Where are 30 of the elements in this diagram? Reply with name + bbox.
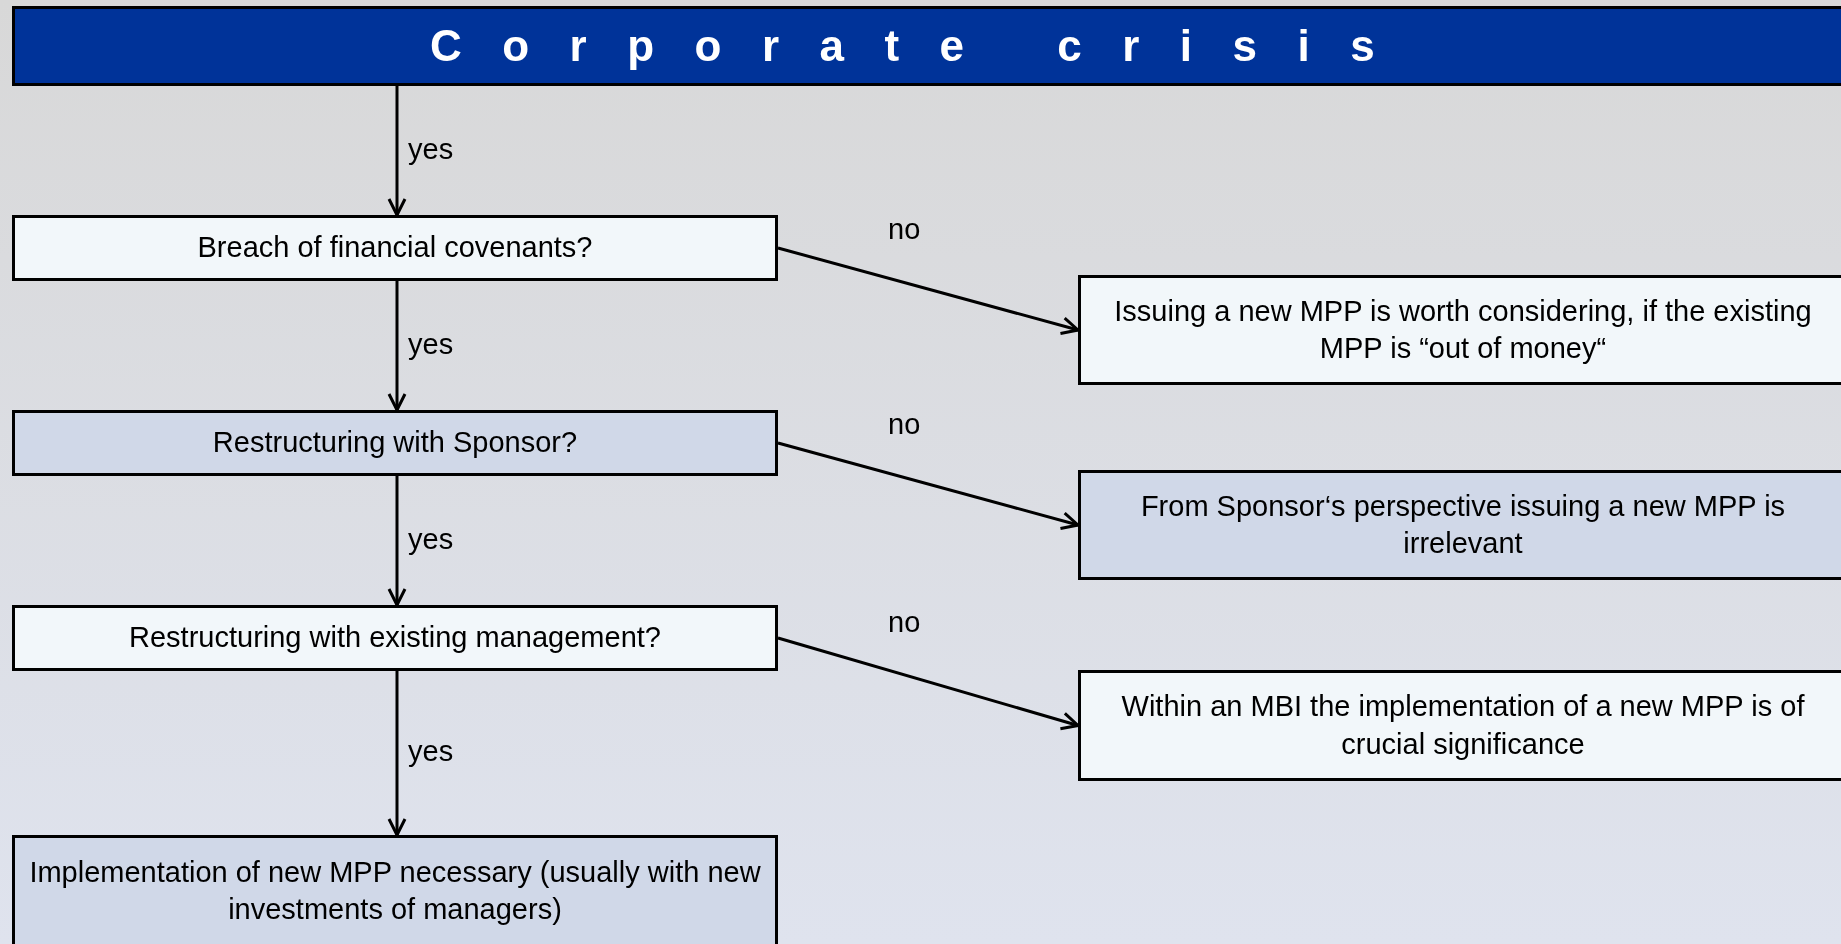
process-box — [1078, 470, 1841, 580]
arrow — [777, 636, 1080, 731]
process-box — [12, 605, 778, 671]
edge-label: no — [888, 605, 921, 639]
edge-label: yes — [408, 327, 454, 361]
arrow — [777, 441, 1080, 530]
box-text: Restructuring with Sponsor? — [212, 425, 578, 461]
edge-label: yes — [408, 522, 454, 556]
arrow — [777, 246, 1080, 335]
edge-label: no — [888, 408, 921, 441]
process-box — [12, 215, 778, 281]
box-text: From Sponsor‘s perspective issuing a new MPP is irrelevant — [1139, 488, 1787, 561]
arrow — [387, 86, 407, 217]
box-text: Issuing a new MPP is worth considering, if the existing MPP is “out of money“ — [1113, 293, 1813, 366]
arrow — [387, 281, 407, 412]
box-text: Implementation of new MPP necessary (usually with new investments of managers) — [28, 854, 762, 927]
process-box — [1078, 670, 1841, 781]
process-box — [12, 835, 778, 944]
edge-label: yes — [408, 735, 454, 768]
box-text: Within an MBI the implementation of a new MPP is of crucial significance — [1120, 689, 1806, 762]
arrow — [387, 671, 407, 837]
process-box — [1078, 275, 1841, 385]
edge-label: yes — [408, 132, 454, 166]
edge-label: no — [888, 213, 921, 246]
box-text: Restructuring with existing management? — [129, 620, 661, 656]
arrow — [387, 476, 407, 607]
title-bar — [12, 6, 1841, 86]
title-text: Corporate crisis — [430, 19, 1416, 72]
process-box — [12, 410, 778, 476]
box-text: Breach of financial covenants? — [197, 230, 593, 266]
